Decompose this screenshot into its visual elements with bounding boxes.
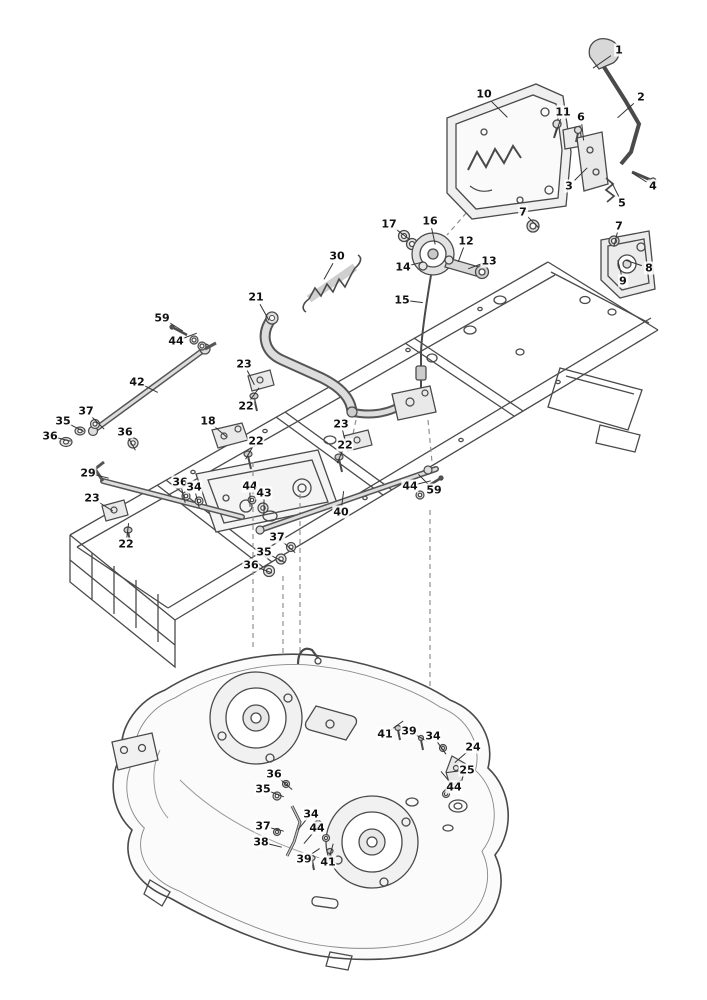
part-label-35: 35 [254, 782, 272, 796]
part-label-12: 12 [457, 234, 475, 248]
part-label-13: 13 [480, 254, 498, 268]
cutting-deck [111, 647, 510, 971]
part-label-24: 24 [464, 740, 482, 754]
part-label-41: 41 [319, 855, 337, 869]
part-label-23: 23 [83, 491, 101, 505]
part-label-44: 44 [241, 479, 259, 493]
part-label-4: 4 [648, 179, 658, 193]
part-label-59: 59 [425, 483, 443, 497]
part-label-41: 41 [376, 727, 394, 741]
control-plate-assembly [446, 38, 657, 299]
part-label-39: 39 [295, 852, 313, 866]
part-label-1: 1 [614, 43, 624, 57]
part-label-11: 11 [554, 105, 572, 119]
part-label-35: 35 [54, 414, 72, 428]
part-label-7: 7 [518, 205, 528, 219]
part-label-34: 34 [302, 807, 320, 821]
part-label-3: 3 [564, 179, 574, 193]
part-label-42: 42 [128, 375, 146, 389]
part-label-37: 37 [77, 404, 95, 418]
part-label-37: 37 [268, 530, 286, 544]
part-label-23: 23 [332, 417, 350, 431]
part-label-22: 22 [247, 434, 265, 448]
part-label-30: 30 [328, 249, 346, 263]
part-label-17: 17 [380, 217, 398, 231]
part-label-10: 10 [475, 87, 493, 101]
part-label-59: 59 [153, 311, 171, 325]
part-label-7: 7 [614, 219, 624, 233]
part-label-36: 36 [242, 558, 260, 572]
part-label-34: 34 [424, 729, 442, 743]
part-label-44: 44 [401, 479, 419, 493]
part-label-22: 22 [336, 438, 354, 452]
part-label-40: 40 [332, 505, 350, 519]
part-label-25: 25 [458, 763, 476, 777]
part-label-34: 34 [185, 480, 203, 494]
part-label-36: 36 [116, 425, 134, 439]
part-label-23: 23 [235, 357, 253, 371]
part-label-44: 44 [445, 780, 463, 794]
part-label-43: 43 [255, 486, 273, 500]
part-label-44: 44 [308, 821, 326, 835]
part-label-5: 5 [617, 196, 627, 210]
part-label-35: 35 [255, 545, 273, 559]
part-label-15: 15 [393, 293, 411, 307]
part-label-14: 14 [394, 260, 412, 274]
lift-lever [259, 311, 437, 421]
part-label-36: 36 [41, 429, 59, 443]
part-label-18: 18 [199, 414, 217, 428]
part-label-22: 22 [237, 399, 255, 413]
part-label-9: 9 [618, 274, 628, 288]
part-label-38: 38 [252, 835, 270, 849]
part-label-6: 6 [576, 110, 586, 124]
part-label-22: 22 [117, 537, 135, 551]
part-label-39: 39 [400, 724, 418, 738]
part-label-36: 36 [171, 475, 189, 489]
part-label-2: 2 [636, 90, 646, 104]
part-label-8: 8 [644, 261, 654, 275]
part-label-44: 44 [167, 334, 185, 348]
part-label-37: 37 [254, 819, 272, 833]
part-label-16: 16 [421, 214, 439, 228]
part-label-21: 21 [247, 290, 265, 304]
part-label-36: 36 [265, 767, 283, 781]
tension-spring [302, 254, 362, 313]
part-label-29: 29 [79, 466, 97, 480]
